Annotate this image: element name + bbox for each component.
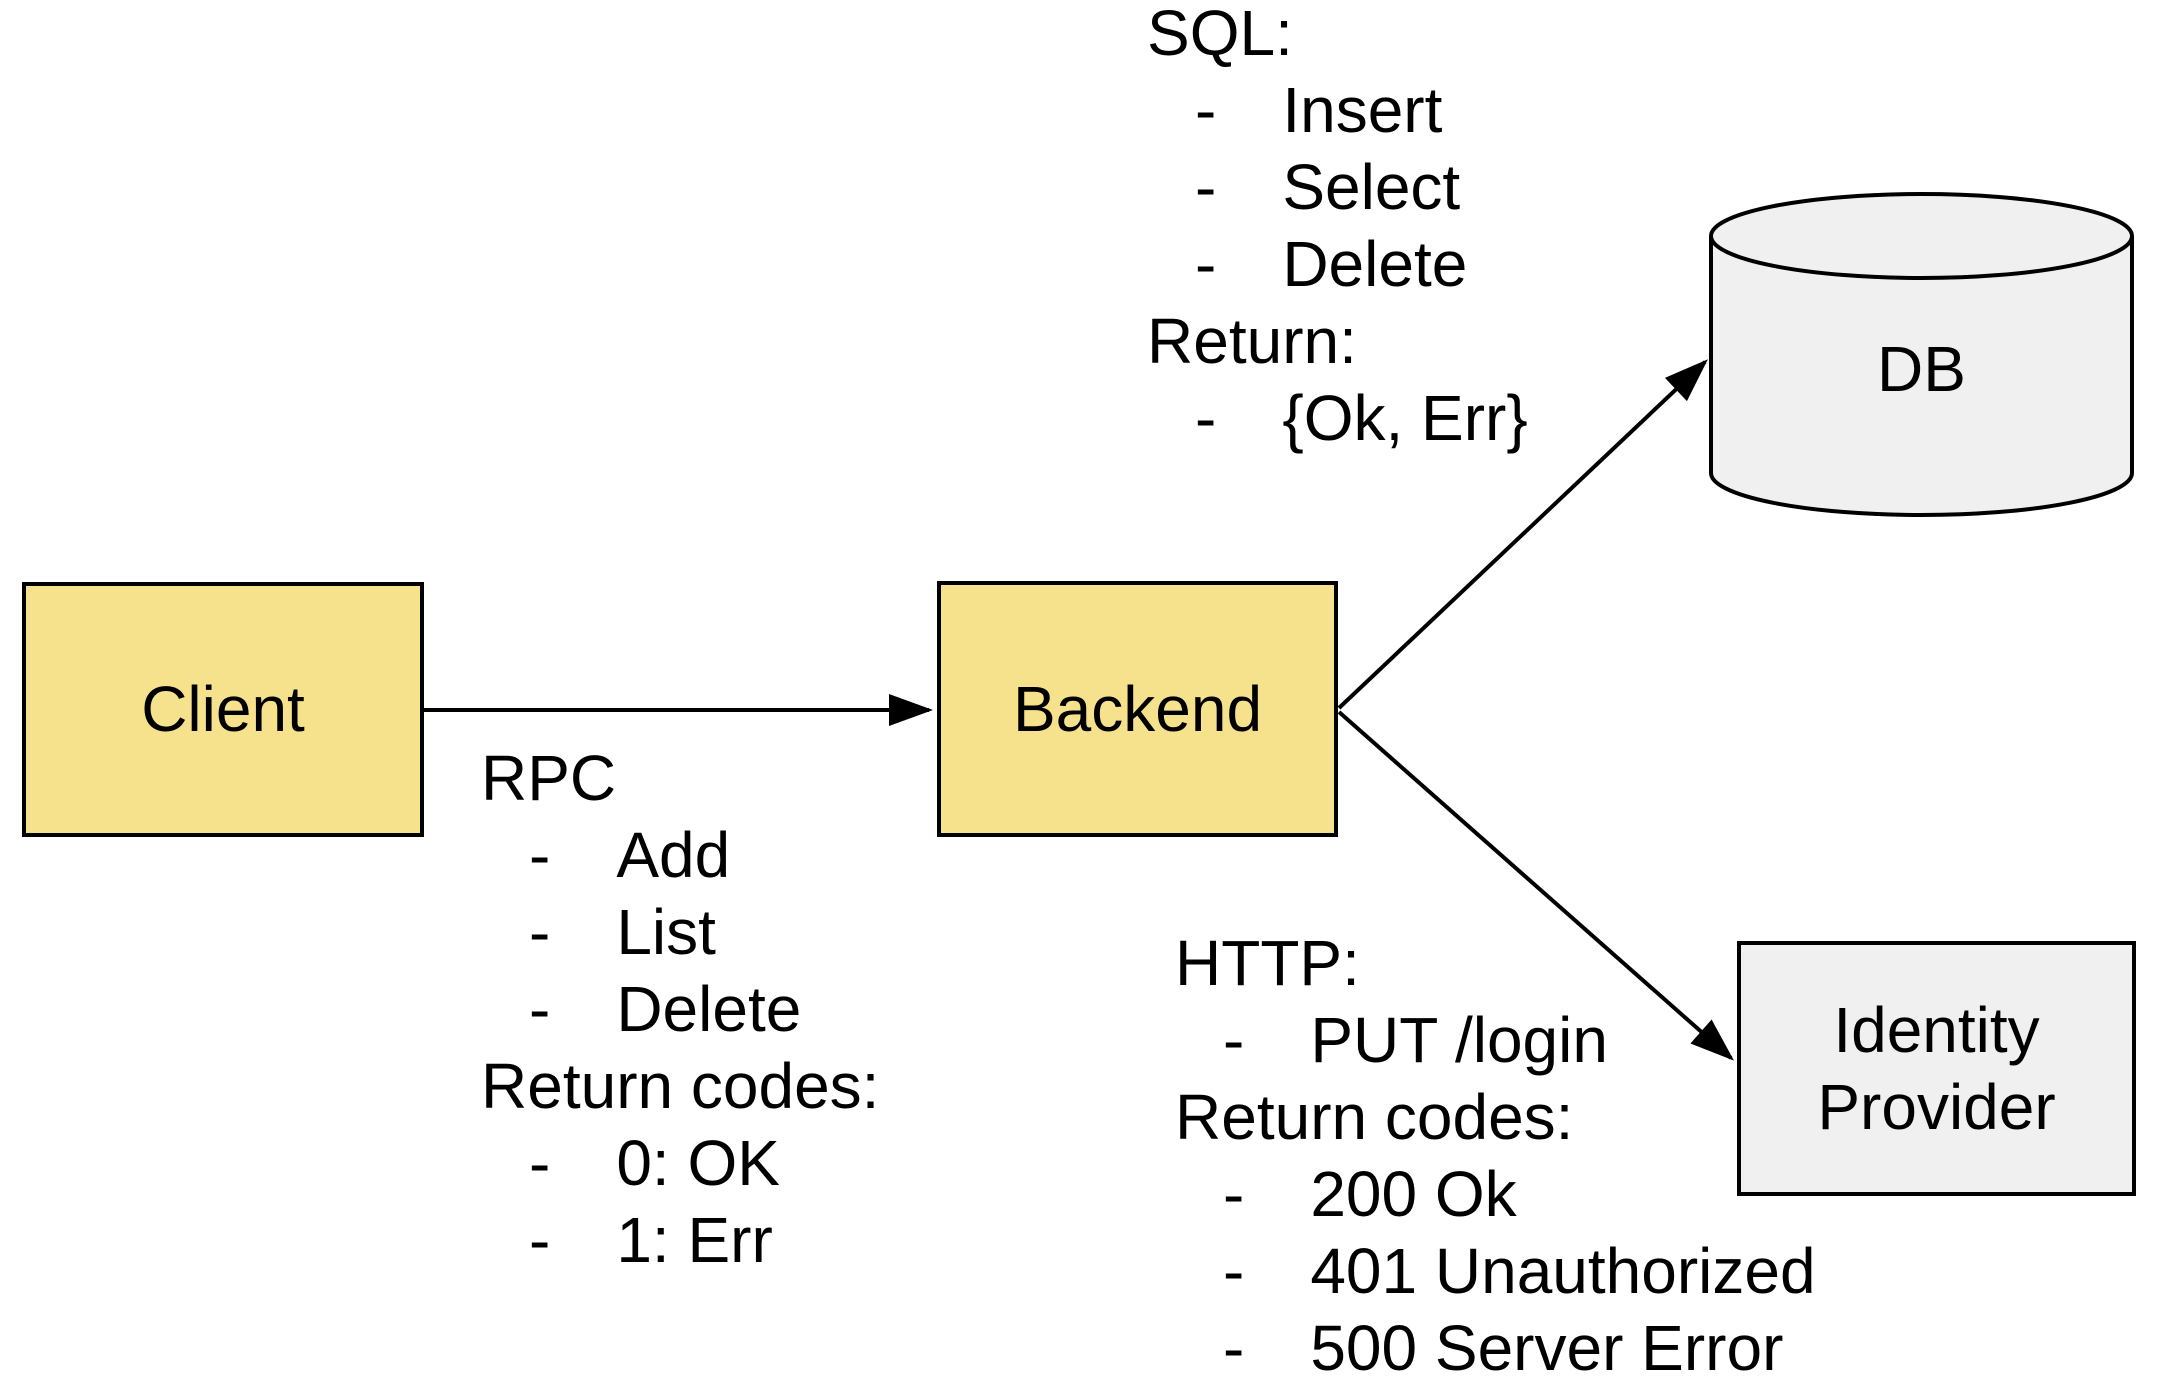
http-return-item: -200 Ok bbox=[1175, 1156, 1816, 1233]
backend-idp-arrow bbox=[1337, 710, 1734, 1061]
sql-item-text: Insert bbox=[1282, 74, 1443, 146]
bullet-dash: - bbox=[529, 896, 551, 968]
sql-item: -Insert bbox=[1147, 72, 1528, 149]
rpc-return-item-text: 0: OK bbox=[616, 1127, 780, 1199]
bullet-dash: - bbox=[1223, 1235, 1245, 1307]
sql-return-title-text: Return: bbox=[1147, 305, 1357, 377]
http-return-item: -500 Server Error bbox=[1175, 1310, 1816, 1387]
http-item-text: PUT /login bbox=[1310, 1004, 1608, 1076]
bullet-dash: - bbox=[1195, 151, 1217, 223]
client-node: Client bbox=[22, 582, 424, 837]
http-title: HTTP: bbox=[1175, 925, 1816, 1002]
sql-return-title: Return: bbox=[1147, 303, 1528, 380]
bullet-dash: - bbox=[529, 1204, 551, 1276]
bullet-dash: - bbox=[529, 973, 551, 1045]
rpc-return-title: Return codes: bbox=[481, 1048, 879, 1125]
backend-db-arrow bbox=[1337, 359, 1708, 710]
bullet-dash: - bbox=[1195, 228, 1217, 300]
bullet-dash: - bbox=[1223, 1004, 1245, 1076]
rpc-return-item: -0: OK bbox=[481, 1125, 879, 1202]
rpc-item-text: Delete bbox=[616, 973, 802, 1045]
http-item: -PUT /login bbox=[1175, 1002, 1816, 1079]
bullet-dash: - bbox=[1223, 1312, 1245, 1384]
rpc-title: RPC bbox=[481, 740, 879, 817]
identity-provider-label-line1: Identity bbox=[1833, 993, 2040, 1066]
identity-provider-label-line2: Provider bbox=[1817, 1070, 2056, 1143]
db-label-text: DB bbox=[1877, 332, 1966, 405]
sql-return-item-text: {Ok, Err} bbox=[1282, 382, 1528, 454]
bullet-dash: - bbox=[1223, 1158, 1245, 1230]
db-cylinder bbox=[1709, 192, 2134, 517]
bullet-dash: - bbox=[1195, 382, 1217, 454]
http-annotation: HTTP: -PUT /login Return codes: -200 Ok … bbox=[1175, 925, 1816, 1387]
rpc-return-item-text: 1: Err bbox=[616, 1204, 773, 1276]
http-title-text: HTTP: bbox=[1175, 927, 1360, 999]
db-cylinder-body bbox=[1709, 236, 2134, 517]
rpc-annotation: RPC -Add -List -Delete Return codes: -0:… bbox=[481, 740, 879, 1279]
bullet-dash: - bbox=[529, 1127, 551, 1199]
http-return-item-text: 500 Server Error bbox=[1310, 1312, 1784, 1384]
sql-item-text: Select bbox=[1282, 151, 1461, 223]
backend-node: Backend bbox=[937, 581, 1338, 837]
rpc-return-item: -1: Err bbox=[481, 1202, 879, 1279]
rpc-title-text: RPC bbox=[481, 742, 617, 814]
db-cylinder-top bbox=[1709, 192, 2134, 280]
sql-item: -Delete bbox=[1147, 226, 1528, 303]
db-label: DB bbox=[1711, 330, 2132, 407]
sql-item: -Select bbox=[1147, 149, 1528, 226]
rpc-item-text: Add bbox=[616, 819, 731, 891]
sql-return-item: -{Ok, Err} bbox=[1147, 380, 1528, 457]
rpc-return-title-text: Return codes: bbox=[481, 1050, 880, 1122]
rpc-item-text: List bbox=[616, 896, 716, 968]
http-return-title-text: Return codes: bbox=[1175, 1081, 1574, 1153]
http-return-item-text: 200 Ok bbox=[1310, 1158, 1517, 1230]
rpc-item: -List bbox=[481, 894, 879, 971]
rpc-item: -Delete bbox=[481, 971, 879, 1048]
identity-provider-node: Identity Provider bbox=[1737, 941, 2136, 1196]
backend-label: Backend bbox=[1012, 672, 1263, 745]
sql-annotation: SQL: -Insert -Select -Delete Return: -{O… bbox=[1147, 0, 1528, 457]
sql-title-text: SQL: bbox=[1147, 0, 1293, 69]
sql-title: SQL: bbox=[1147, 0, 1528, 72]
bullet-dash: - bbox=[529, 819, 551, 891]
http-return-title: Return codes: bbox=[1175, 1079, 1816, 1156]
bullet-dash: - bbox=[1195, 74, 1217, 146]
http-return-item: -401 Unauthorized bbox=[1175, 1233, 1816, 1310]
sql-item-text: Delete bbox=[1282, 228, 1468, 300]
client-label: Client bbox=[141, 673, 305, 745]
rpc-item: -Add bbox=[481, 817, 879, 894]
http-return-item-text: 401 Unauthorized bbox=[1310, 1235, 1816, 1307]
